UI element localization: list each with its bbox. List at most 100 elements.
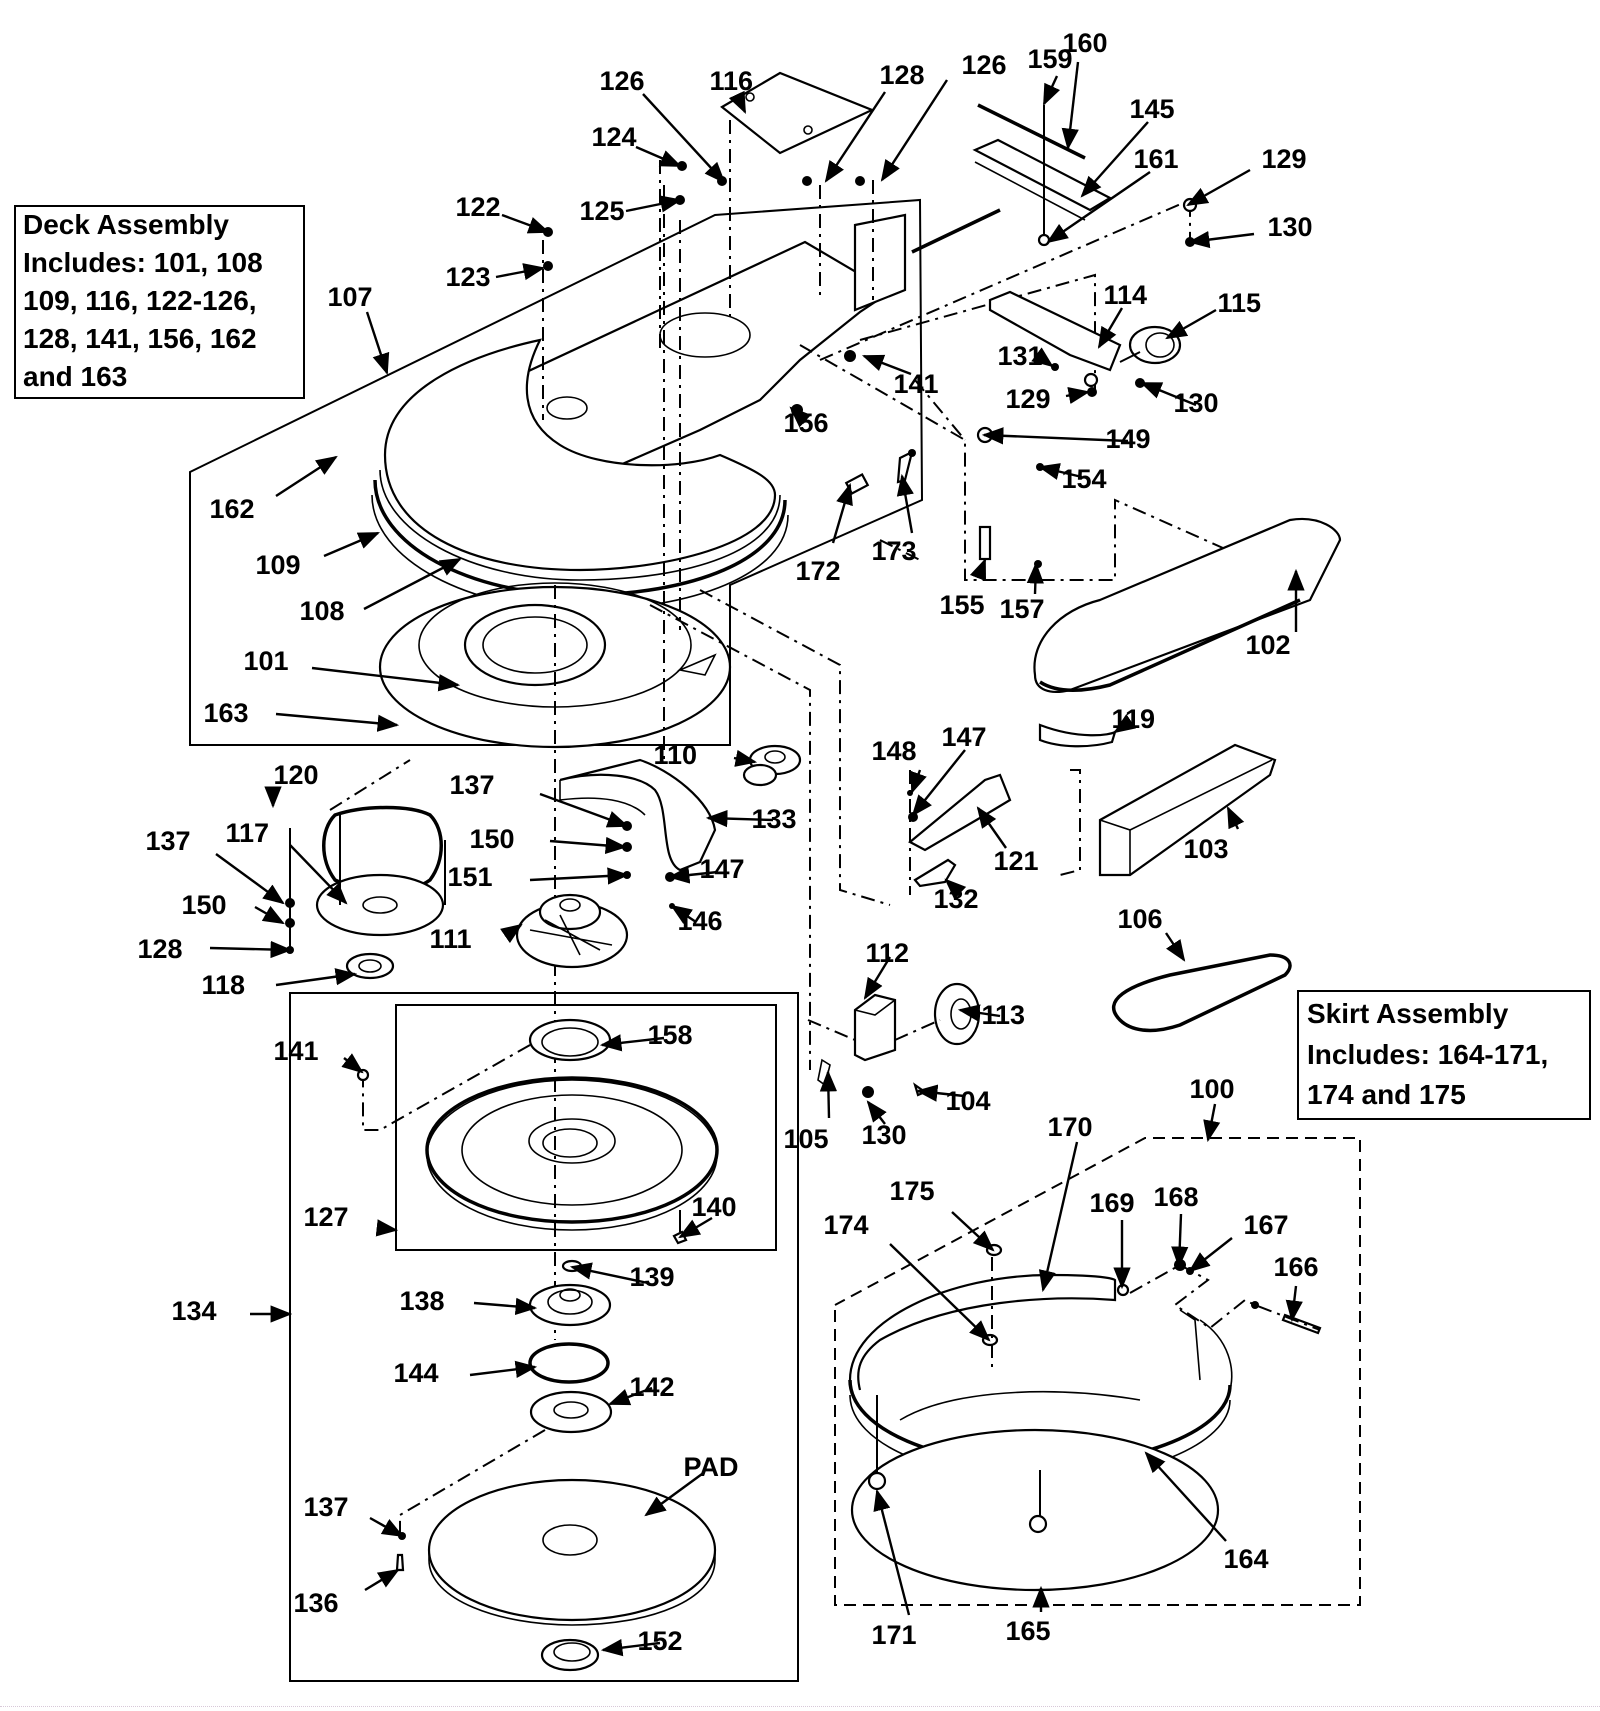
callout-101: 101 <box>244 646 461 692</box>
part-number-label: 105 <box>784 1124 829 1154</box>
part-number-label: 106 <box>1118 904 1163 934</box>
part-number-label: 150 <box>182 890 227 920</box>
leader-arrow <box>969 557 987 582</box>
skirt-outline-100 <box>834 1137 1361 1606</box>
part-120-117-118 <box>285 805 446 980</box>
part-number-label: 144 <box>394 1358 439 1388</box>
part-121-lever <box>907 773 1012 852</box>
part-152-nut <box>540 1638 600 1672</box>
callout-148: 148 <box>872 736 927 795</box>
callout-124: 124 <box>592 122 682 168</box>
part-number-label: 102 <box>1246 630 1291 660</box>
part-number-label: 141 <box>274 1036 319 1066</box>
leader-arrow <box>607 1386 653 1406</box>
callout-174: 174 <box>824 1210 991 1342</box>
leader-arrow <box>1203 1103 1221 1143</box>
part-155-157 <box>978 525 1042 568</box>
leader-arrow <box>215 853 285 905</box>
part-number-label: 165 <box>1006 1616 1051 1646</box>
leader-arrow <box>1037 463 1083 480</box>
leader-arrow <box>733 749 758 767</box>
leader-arrow <box>880 79 949 182</box>
part-number-label: 164 <box>1224 1544 1269 1574</box>
callout-110: 110 <box>654 740 758 770</box>
callout-128: 128 <box>138 934 293 964</box>
part-112-113 <box>807 982 981 1098</box>
callout-154: 154 <box>1037 463 1107 494</box>
leader-arrow <box>678 1216 713 1239</box>
callout-155: 155 <box>940 557 987 620</box>
leader-arrow <box>1165 932 1186 962</box>
callout-134: 134 <box>172 1296 293 1326</box>
part-number-label: 157 <box>1000 594 1045 624</box>
deck-outline-107 <box>189 198 924 746</box>
part-106-belt <box>1112 953 1292 1033</box>
leader-arrow <box>1038 1141 1079 1293</box>
callout-129: 129 <box>1006 384 1091 414</box>
part-number-label: 117 <box>226 818 270 848</box>
leader-arrow <box>599 1034 665 1052</box>
part-172-173-pin <box>844 449 916 496</box>
leader-arrow <box>1097 307 1124 349</box>
part-number-label: 130 <box>1174 388 1219 418</box>
callout-150: 150 <box>182 890 285 925</box>
part-number-label: 123 <box>446 262 491 292</box>
leader-arrow <box>500 923 523 944</box>
part-number-label: 172 <box>796 556 841 586</box>
part-145-bar <box>911 103 1113 254</box>
callout-150: 150 <box>470 824 628 855</box>
leader-arrow <box>863 956 892 1000</box>
part-number-label: 167 <box>1244 1210 1289 1240</box>
leader-arrow <box>911 749 966 817</box>
callout-142: 142 <box>607 1372 675 1406</box>
part-number-label: 130 <box>862 1120 907 1150</box>
leader-arrow <box>915 1084 965 1102</box>
callout-141: 141 <box>274 1036 364 1074</box>
callout-160: 160 <box>1061 28 1108 151</box>
leader-arrow <box>1113 714 1136 734</box>
leader-arrow <box>944 878 967 900</box>
part-110-idler <box>742 744 802 787</box>
callout-107: 107 <box>328 282 390 376</box>
callout-126: 126 <box>880 50 1007 182</box>
part-number-label: 116 <box>710 66 754 96</box>
part-number-label: PAD <box>684 1452 739 1482</box>
leader-arrow <box>1139 381 1197 407</box>
leader-arrow <box>910 769 927 795</box>
part-number-label: 129 <box>1006 384 1051 414</box>
part-number-label: 126 <box>962 50 1007 80</box>
part-number-label: 108 <box>300 596 345 626</box>
callout-168: 168 <box>1154 1182 1199 1269</box>
part-number-label: 166 <box>1274 1252 1319 1282</box>
part-number-label: 169 <box>1090 1188 1135 1218</box>
deck-assembly-line-5: and 163 <box>23 361 127 392</box>
page-bottom-divider <box>0 1706 1600 1707</box>
part-number-label: 170 <box>1048 1112 1093 1142</box>
leader-arrow <box>957 1004 1001 1022</box>
callout-129: 129 <box>1186 144 1307 207</box>
callout-131: 131 <box>998 341 1054 371</box>
part-number-label: 154 <box>1062 464 1107 494</box>
leader-arrow <box>363 557 462 611</box>
part-number-label: 111 <box>430 924 472 954</box>
part-number-label: 128 <box>138 934 183 964</box>
leader-arrow <box>635 145 682 168</box>
callout-162: 162 <box>210 455 338 524</box>
part-number-label: 148 <box>872 736 917 766</box>
leader-arrow <box>529 867 630 885</box>
part-number-label: 152 <box>638 1626 683 1656</box>
callout-145: 145 <box>1080 94 1175 198</box>
callout-170: 170 <box>1038 1112 1093 1293</box>
callout-119: 119 <box>1112 704 1156 734</box>
skirt-assembly-line-2: Includes: 164-171, <box>1307 1039 1548 1070</box>
callout-137: 137 <box>304 1492 404 1538</box>
part-133-guard <box>559 758 717 909</box>
callout-140: 140 <box>678 1192 737 1239</box>
callout-137: 137 <box>146 826 285 905</box>
leader-arrow <box>254 905 285 925</box>
part-number-label: 160 <box>1063 28 1108 58</box>
callout-127: 127 <box>304 1202 399 1237</box>
part-number-label: 118 <box>202 970 246 1000</box>
skirt-assembly-line-1: Skirt Assembly <box>1307 998 1509 1029</box>
